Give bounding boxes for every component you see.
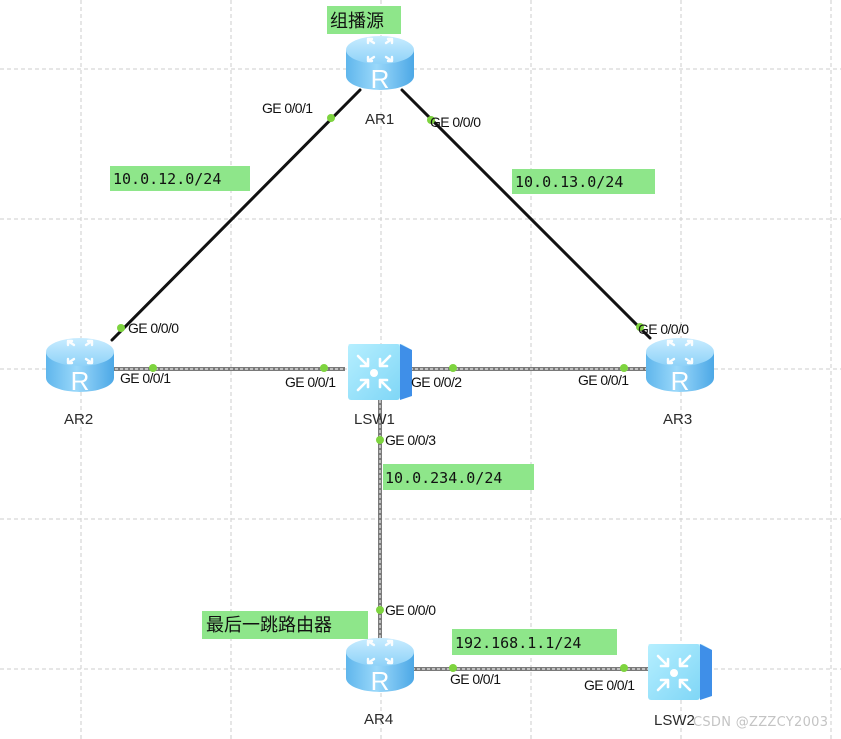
note-net-234[interactable]: 10.0.234.0/24 — [383, 464, 534, 490]
device-label-lsw2: LSW2 — [654, 712, 695, 729]
router-icon — [344, 34, 416, 94]
port-label-ar3-g1: GE 0/0/1 — [578, 372, 629, 388]
note-net-13-text: 10.0.13.0/24 — [515, 173, 623, 191]
device-label-ar4: AR4 — [364, 711, 393, 728]
device-lsw2[interactable]: LSW2 — [646, 642, 714, 729]
port-dot-ar4-g0 — [376, 606, 384, 614]
port-label-ar4-g0: GE 0/0/0 — [385, 602, 436, 618]
port-dot-ar2-g1 — [149, 364, 157, 372]
port-dot-ar4-g1 — [449, 664, 457, 672]
switch-icon — [646, 642, 714, 700]
port-label-ar4-g1: GE 0/0/1 — [450, 671, 501, 687]
device-label-ar1: AR1 — [365, 111, 394, 128]
device-label-ar3: AR3 — [663, 411, 692, 428]
note-multicast-source[interactable]: 组播源 — [327, 6, 401, 34]
port-label-ar1-g1: GE 0/0/1 — [262, 100, 313, 116]
note-net-192[interactable]: 192.168.1.1/24 — [452, 629, 617, 655]
port-label-ar2-g1: GE 0/0/1 — [120, 370, 171, 386]
device-ar1[interactable]: AR1 — [344, 34, 416, 128]
note-net-192-text: 192.168.1.1/24 — [455, 634, 581, 652]
device-ar2[interactable]: AR2 — [44, 336, 116, 428]
router-icon — [44, 336, 116, 396]
note-net-234-text: 10.0.234.0/24 — [385, 469, 502, 487]
note-net-12-text: 10.0.12.0/24 — [113, 170, 221, 188]
port-dot-ar2-g0 — [117, 324, 125, 332]
port-label-lsw1-g2: GE 0/0/2 — [411, 374, 462, 390]
note-net-12[interactable]: 10.0.12.0/24 — [110, 166, 250, 191]
port-dot-ar3-g1 — [620, 364, 628, 372]
device-ar3[interactable]: AR3 — [644, 336, 716, 428]
note-last-hop-router-text: 最后一跳路由器 — [206, 615, 332, 636]
watermark: CSDN @ZZZCY2003 — [693, 715, 828, 730]
link-ar1-ar3[interactable] — [400, 88, 652, 340]
port-dot-lsw1-g3 — [376, 436, 384, 444]
switch-icon — [346, 342, 414, 400]
port-label-ar2-g0: GE 0/0/0 — [128, 320, 179, 336]
port-dot-lsw1-g2 — [449, 364, 457, 372]
router-icon — [344, 636, 416, 696]
device-label-lsw1: LSW1 — [354, 411, 395, 428]
note-multicast-source-text: 组播源 — [330, 11, 384, 32]
device-lsw1[interactable]: LSW1 — [346, 342, 414, 428]
port-label-ar3-g0: GE 0/0/0 — [638, 321, 689, 337]
note-last-hop-router[interactable]: 最后一跳路由器 — [202, 611, 368, 639]
router-icon — [644, 336, 716, 396]
note-net-13[interactable]: 10.0.13.0/24 — [512, 169, 655, 194]
port-dot-ar3-g0 — [636, 323, 644, 331]
link-ar1-ar2[interactable] — [110, 88, 362, 342]
port-label-ar1-g0: GE 0/0/0 — [430, 114, 481, 130]
port-label-lsw1-g3: GE 0/0/3 — [385, 432, 436, 448]
device-ar4[interactable]: AR4 — [344, 636, 416, 728]
device-label-ar2: AR2 — [64, 411, 93, 428]
port-label-lsw2-g1: GE 0/0/1 — [584, 677, 635, 693]
port-label-lsw1-g1: GE 0/0/1 — [285, 374, 336, 390]
port-dot-ar1-g0 — [427, 116, 435, 124]
port-dot-ar1-g1 — [327, 114, 335, 122]
port-dot-lsw2-g1 — [620, 664, 628, 672]
port-dot-lsw1-g1 — [320, 364, 328, 372]
